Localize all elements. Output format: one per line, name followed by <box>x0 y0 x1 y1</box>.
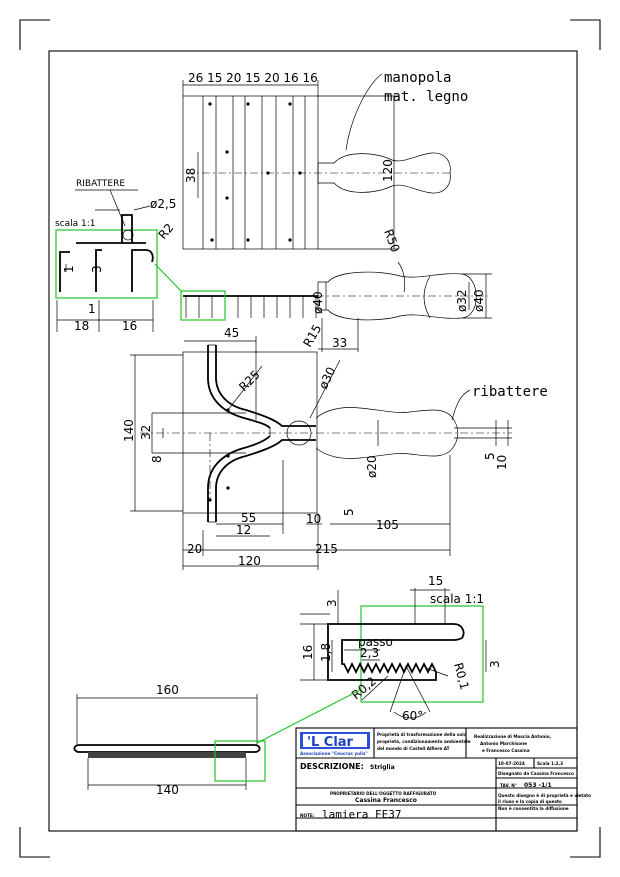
ownership-note-2: proprietà, condizionamento ambientale <box>377 739 471 744</box>
dim-r25: R25 <box>236 368 263 395</box>
drawing-scale: Scala 1:2,3 <box>537 761 563 766</box>
dim-38: 38 <box>184 168 198 183</box>
dim-1-8: 1,8 <box>319 643 333 662</box>
dim-12: 12 <box>236 523 251 537</box>
callout-ribattere-left: RIBATTERE <box>76 179 125 189</box>
realizzazione-2: Antonio Marchisone <box>480 741 527 746</box>
note-label: NOTE: <box>300 813 315 818</box>
dim-140-horizontal: 140 <box>156 783 179 797</box>
dim-3-right: 3 <box>488 660 502 668</box>
dim-1b: 1 <box>88 302 96 316</box>
note-value: lamiera FE37 <box>322 808 401 821</box>
ownership-note-1: Proprietà di trasformazione della sola <box>377 732 467 737</box>
dim-10: 10 <box>495 455 509 470</box>
callout-ribattere-right: ribattere <box>472 384 548 400</box>
logo: 'L Clar <box>307 735 354 750</box>
corner-marks <box>19 19 601 858</box>
dim-120-horizontal: 120 <box>238 554 261 568</box>
dim-60-deg: 60° <box>402 709 423 723</box>
descrizione-value: Striglia <box>370 764 395 771</box>
callout-passo: passo <box>358 635 393 649</box>
dim-top-series: 26 15 20 15 20 16 16 <box>188 71 318 85</box>
descrizione-label: DESCRIZIONE: <box>300 762 364 771</box>
dim-33: 33 <box>332 336 347 350</box>
dim-40-handle: ø40 <box>311 291 325 314</box>
dim-r15: R15 <box>300 322 324 349</box>
dim-105: 105 <box>376 518 399 532</box>
dim-2-3: 2,3 <box>360 646 379 660</box>
sheet-number-label: TAV. N° <box>500 783 517 788</box>
dim-16-vertical: 16 <box>301 645 315 660</box>
dim-160: 160 <box>156 683 179 697</box>
scale-right: scala 1:1 <box>430 592 484 606</box>
dim-1: 1 <box>62 265 76 273</box>
dim-45: 45 <box>224 326 239 340</box>
plan-view: 45 R25 ø30 140 32 8 5 10 ø20 55 12 10 5 <box>122 326 512 570</box>
dim-r0-1: R0,1 <box>451 661 472 691</box>
dim-16: 16 <box>122 319 137 333</box>
scale-left: scala 1:1 <box>55 219 96 229</box>
note-line-1: Questo disegno è di proprietà e vietato <box>498 793 591 798</box>
dim-55: 55 <box>241 511 256 525</box>
front-view: 160 140 <box>73 683 361 797</box>
dim-140-vertical: 140 <box>122 419 136 442</box>
dim-215: 215 <box>315 542 338 556</box>
note-line-2: il riuso e la copia di questo <box>498 799 562 804</box>
logo-subtitle: Associazione "Ceocrus yulis" <box>300 751 368 756</box>
dim-120-vertical: 120 <box>381 159 395 182</box>
dim-32-vertical: 32 <box>139 425 153 440</box>
drawn-by: Disegnato da Cassina Francesco <box>498 771 574 776</box>
callout-handle: manopola <box>384 70 451 86</box>
owner-label: PROPRIETARIO DELL'OGGETTO RAFFIGURATO <box>330 791 437 796</box>
dim-r2: R2 <box>156 221 177 242</box>
realizzazione-3: e Francesco Cassina <box>482 748 530 753</box>
dim-18: 18 <box>74 319 89 333</box>
callout-handle-material: mat. legno <box>384 89 468 105</box>
dim-32-diameter: ø32 <box>455 289 469 312</box>
dim-20-bottom: 20 <box>187 542 202 556</box>
realizzazione-1: Realizzazione di Moscia Antonio, <box>474 734 552 739</box>
title-block: 'L Clar Associazione "Ceocrus yulis" Pro… <box>295 727 591 832</box>
note-line-3: Non è consentita la diffusione <box>498 806 569 811</box>
ownership-note-3: del mondo di Castell Alfiere AT <box>377 746 450 751</box>
dim-10-bottom: 10 <box>306 512 321 526</box>
dim-40-diameter: ø40 <box>472 289 486 312</box>
dim-20-diameter: ø20 <box>365 455 379 478</box>
dim-2-5: ø2,5 <box>150 197 176 211</box>
top-view: 26 15 20 15 20 16 16 38 120 <box>182 71 451 250</box>
dim-8: 8 <box>150 455 164 463</box>
dim-5: 5 <box>483 452 497 460</box>
sheet-number-value: 053 -1/1 <box>524 782 552 789</box>
dim-3: 3 <box>90 265 104 273</box>
dim-r50: R50 <box>381 227 402 254</box>
detail-left: 1 3 1 18 16 R2 ø2,5 <box>55 189 177 333</box>
dim-5-bottom: 5 <box>342 508 356 516</box>
dim-30: ø30 <box>316 365 338 391</box>
dim-3-top: 3 <box>325 599 339 607</box>
owner-value: Cassina Francesco <box>355 797 417 804</box>
drawing-date: 10-07-2024 <box>498 761 525 766</box>
dim-15: 15 <box>428 574 443 588</box>
